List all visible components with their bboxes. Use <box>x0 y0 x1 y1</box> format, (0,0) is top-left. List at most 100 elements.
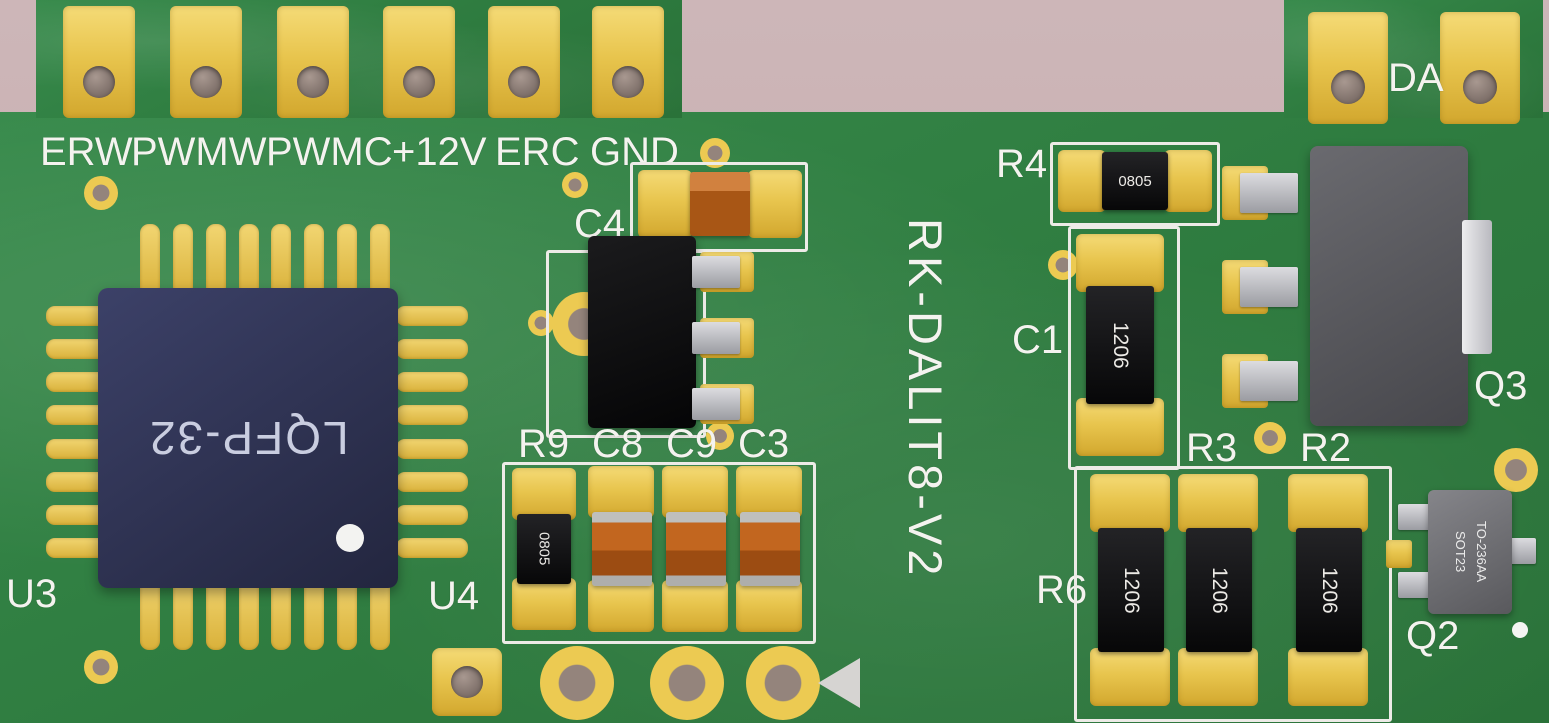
mount-pad-round <box>650 646 724 720</box>
q3-lead <box>1240 267 1298 307</box>
r9-marking: 0805 <box>535 532 553 566</box>
q2-type-marking: TO-236AA <box>1473 521 1489 583</box>
r2-body: 1206 <box>1296 528 1362 652</box>
c3-body <box>740 512 800 586</box>
r4-body: 0805 <box>1102 152 1168 210</box>
via <box>84 176 118 210</box>
connector-hole <box>297 66 329 98</box>
c1-pad <box>1076 398 1164 456</box>
chip-pin <box>238 224 259 296</box>
q3-lead <box>1240 361 1298 401</box>
mount-pad-round <box>540 646 614 720</box>
chip-pin <box>337 576 358 650</box>
c1-pad <box>1076 234 1164 292</box>
chip-pin <box>140 224 160 296</box>
r6-body: 1206 <box>1098 528 1164 652</box>
r6-pad <box>1090 474 1170 532</box>
connector-pad <box>592 6 664 118</box>
chip-pin <box>238 576 259 650</box>
connector-label-12v: +12V <box>392 130 487 174</box>
chip-pin <box>396 306 468 326</box>
u3-pins-bottom <box>140 576 390 650</box>
via <box>1254 422 1286 454</box>
sot223-body <box>588 236 696 428</box>
label-u3: U3 <box>6 572 58 616</box>
passives-group-outline <box>502 462 816 644</box>
pin1-dot <box>336 524 364 552</box>
board-name: RK-DALIT8-V2 <box>899 218 952 580</box>
c8-pad <box>588 466 654 518</box>
label-c9: C9 <box>666 422 718 466</box>
r3-pad <box>1178 648 1258 706</box>
label-q2: Q2 <box>1406 614 1460 658</box>
connector-label-erc: ERC <box>495 130 580 174</box>
u3-chip-marking: LQFP-32 <box>147 412 349 464</box>
r6-marking: 1206 <box>1120 566 1143 614</box>
mount-pad-square <box>432 648 502 716</box>
chip-pin <box>396 339 468 360</box>
q2-lead <box>1398 504 1430 530</box>
chip-pin <box>172 224 193 296</box>
label-da: DA <box>1388 56 1444 100</box>
da-pad <box>1440 12 1520 124</box>
label-q3: Q3 <box>1474 364 1528 408</box>
q2-body: SOT23 TO-236AA <box>1428 490 1512 614</box>
q2-lead-pad <box>1386 540 1412 568</box>
connector-pad <box>488 6 560 118</box>
q3-tab <box>1462 220 1492 354</box>
r4-marking: 0805 <box>1118 172 1152 190</box>
connector-label-gnd: GND <box>590 130 679 174</box>
mount-pad-round <box>746 646 820 720</box>
u3-pins-top <box>140 224 390 296</box>
q2-package-marking: SOT23 <box>1453 531 1468 573</box>
label-r9: R9 <box>518 422 570 466</box>
connector-hole <box>1463 70 1497 104</box>
label-r4: R4 <box>996 142 1048 186</box>
regulator-lead <box>692 322 740 354</box>
c1-body: 1206 <box>1086 286 1154 404</box>
c3-pad <box>736 466 802 518</box>
connector-hole <box>612 66 644 98</box>
label-c8: C8 <box>592 422 644 466</box>
silkscreen-dot <box>1512 622 1528 638</box>
r6-pad <box>1090 648 1170 706</box>
chip-pin <box>337 224 358 296</box>
c4-pad <box>638 170 692 238</box>
mount-hole <box>451 666 483 698</box>
r9-pad <box>512 468 576 520</box>
r3-body: 1206 <box>1186 528 1252 652</box>
c3-pad <box>736 580 802 632</box>
connector-pad <box>63 6 135 118</box>
chip-pin <box>396 405 468 426</box>
r3-marking: 1206 <box>1208 566 1231 614</box>
q3-body <box>1310 146 1468 426</box>
via <box>706 422 734 450</box>
label-u4: U4 <box>428 574 480 618</box>
chip-pin <box>304 224 325 296</box>
label-r6: R6 <box>1036 568 1088 612</box>
connector-hole <box>403 66 435 98</box>
r4-pad <box>1164 150 1212 212</box>
label-c3: C3 <box>738 422 790 466</box>
c1-marking: 1206 <box>1109 321 1132 369</box>
label-r3: R3 <box>1186 426 1238 470</box>
via <box>562 172 588 198</box>
via <box>84 650 118 684</box>
r4-outline <box>1050 142 1220 226</box>
u3-pins-right <box>396 306 468 558</box>
chip-pin <box>396 471 468 492</box>
chip-pin <box>172 576 193 650</box>
regulator-lead <box>692 256 740 288</box>
label-c1: C1 <box>1012 318 1064 362</box>
chip-pin <box>205 224 226 296</box>
connector-hole <box>190 66 222 98</box>
connector-label-erw: ERW <box>40 130 133 174</box>
chip-pin <box>271 224 292 296</box>
via <box>1048 250 1078 280</box>
da-pad <box>1308 12 1388 124</box>
chip-pin <box>396 504 468 525</box>
connector-hole <box>508 66 540 98</box>
chip-pin <box>396 372 468 393</box>
c9-pad <box>662 466 728 518</box>
